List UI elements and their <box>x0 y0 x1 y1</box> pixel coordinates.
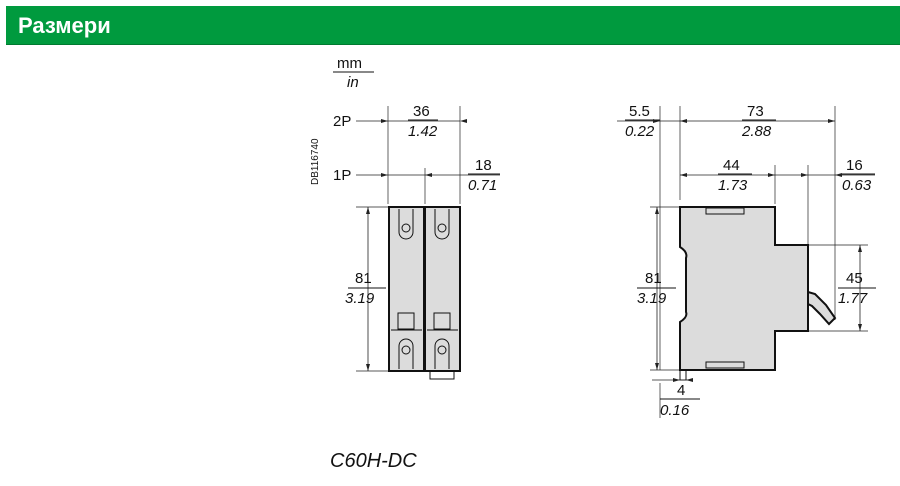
depth-total-mm: 73 <box>747 103 764 120</box>
front-offset-mm: 5.5 <box>629 103 650 120</box>
rail-clip-side <box>679 369 687 381</box>
width-2p-in: 1.42 <box>408 123 438 140</box>
depth-mid-mm: 44 <box>723 157 740 174</box>
depth-total-in: 2.88 <box>741 123 772 140</box>
front-view: 2P 36 1.42 1P 18 0.71 81 3.19 <box>333 103 500 380</box>
side-view: 5.5 0.22 73 2.88 44 1.73 16 0.63 81 3.19 <box>617 103 876 419</box>
rail-clip-front <box>429 370 455 380</box>
rail-clip-mm: 4 <box>677 382 685 399</box>
front-part-height-mm: 45 <box>846 270 863 287</box>
width-1p-mm: 18 <box>475 157 492 174</box>
depth-front-mm: 16 <box>846 157 863 174</box>
width-2p-mm: 36 <box>413 103 430 120</box>
drawing-reference: DB116740 <box>310 138 321 185</box>
side-height-in: 3.19 <box>637 290 667 307</box>
unit-in-label: in <box>347 74 359 91</box>
side-body <box>679 206 809 371</box>
unit-mm-label: mm <box>337 55 362 72</box>
rail-clip-in: 0.16 <box>660 402 690 419</box>
side-height-mm: 81 <box>645 270 662 287</box>
pole-2p-label: 2P <box>333 113 351 130</box>
width-1p-in: 0.71 <box>468 177 497 194</box>
front-part-height-in: 1.77 <box>838 290 868 307</box>
pole-1p-label: 1P <box>333 167 351 184</box>
depth-mid-in: 1.73 <box>718 177 748 194</box>
product-caption: C60H-DC <box>330 450 417 472</box>
toggle-lever <box>807 290 837 326</box>
front-height-mm: 81 <box>355 270 372 287</box>
pole-right <box>424 206 461 372</box>
section-title: Размери <box>18 13 111 38</box>
depth-front-in: 0.63 <box>842 177 872 194</box>
section-header: Размери <box>6 6 900 45</box>
front-height-in: 3.19 <box>345 290 375 307</box>
front-offset-in: 0.22 <box>625 123 655 140</box>
